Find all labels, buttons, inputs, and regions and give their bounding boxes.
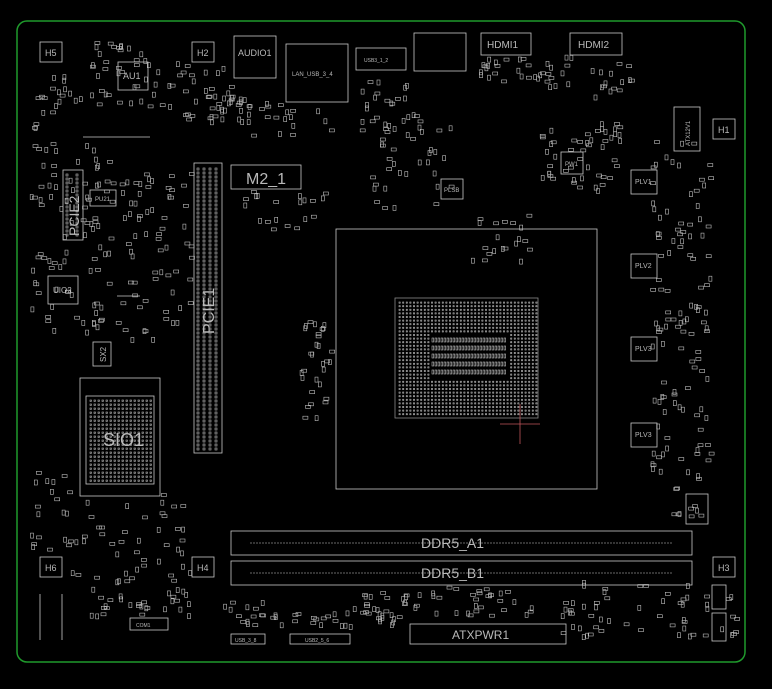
mount-hole-h5 xyxy=(39,41,63,63)
label-lan-usb: LAN_USB_3_4 xyxy=(292,72,333,78)
plv2-inductor xyxy=(630,253,658,279)
sx2-chip xyxy=(92,341,112,367)
pcie1-slot xyxy=(193,162,223,454)
label-pw1: PW1 xyxy=(565,162,579,168)
crosshair-cursor xyxy=(500,404,540,444)
mount-hole-h2 xyxy=(191,41,215,63)
mount-hole-h6 xyxy=(39,556,63,578)
plsb-chip xyxy=(440,178,464,200)
usb-front-header xyxy=(289,633,351,645)
plv3-inductor xyxy=(630,336,658,362)
label-atx12v1: ATX12V1 xyxy=(686,120,692,146)
pw1-chip xyxy=(560,151,584,175)
hdmi1-connector xyxy=(480,32,532,56)
hdmi2-connector xyxy=(569,32,623,56)
label-pu21: PU21 xyxy=(95,197,111,203)
label-hdmi2: HDMI2 xyxy=(578,40,610,51)
usb-3-8-header xyxy=(230,633,266,645)
cpu-pad-field xyxy=(394,297,539,419)
label-h1: H1 xyxy=(718,125,730,135)
label-usb-3-8: USB_3_8 xyxy=(235,638,257,644)
label-sx2: SX2 xyxy=(99,346,108,362)
plv4-inductor xyxy=(630,422,658,448)
label-ddr5-b1: DDR5_B1 xyxy=(421,565,484,581)
label-h5: H5 xyxy=(45,48,57,58)
cpu-socket-outline xyxy=(335,228,598,490)
label-usb-front: USB2_5_6 xyxy=(305,638,329,644)
usb-area xyxy=(413,32,467,72)
small-components xyxy=(29,41,740,641)
mount-hole-h3 xyxy=(712,556,736,578)
label-ddr5-a1: DDR5_A1 xyxy=(421,535,484,551)
label-h4: H4 xyxy=(197,563,209,573)
ddr5-b1-slot xyxy=(230,560,693,586)
label-pcie2: PCIE2 xyxy=(66,195,82,236)
label-hdmi1: HDMI1 xyxy=(487,40,519,51)
sio1-chip xyxy=(79,377,161,497)
label-h6: H6 xyxy=(45,563,57,573)
label-plv4: PLV3 xyxy=(635,432,652,439)
label-usb-1-2: USB3_1_2 xyxy=(364,58,388,64)
label-atxpwr1: ATXPWR1 xyxy=(452,628,509,642)
label-uio2: UIO2 xyxy=(53,286,72,295)
label-plv1: PLV1 xyxy=(635,179,652,186)
mount-hole-h4 xyxy=(191,556,215,578)
com1-header xyxy=(129,617,169,631)
usb-1-2-connector xyxy=(355,47,407,71)
label-plsb: PLSB xyxy=(444,188,459,194)
sio1-core xyxy=(85,395,155,485)
label-h2: H2 xyxy=(197,48,209,58)
label-audio1: AUDIO1 xyxy=(238,48,272,58)
label-h3: H3 xyxy=(718,563,730,573)
pcie2-slot xyxy=(62,169,84,241)
mount-hole-h1 xyxy=(712,118,736,140)
label-au1: AU1 xyxy=(123,71,141,81)
audio1-connector xyxy=(233,35,277,79)
uio2-chip xyxy=(47,275,79,305)
lan-usb-connector xyxy=(285,43,349,103)
label-com1: COM1 xyxy=(136,623,151,629)
label-sio1: SIO1 xyxy=(103,430,144,450)
ddr5-a1-slot xyxy=(230,530,693,556)
label-m2: M2_1 xyxy=(246,171,286,188)
board-outline xyxy=(16,20,746,663)
label-pcie1: PCIE1 xyxy=(201,288,218,334)
label-plv2: PLV2 xyxy=(635,263,652,270)
plv1-inductor xyxy=(630,169,658,195)
atx12v1-connector xyxy=(673,106,701,152)
label-plv3: PLV3 xyxy=(635,346,652,353)
m2-slot xyxy=(230,164,302,190)
